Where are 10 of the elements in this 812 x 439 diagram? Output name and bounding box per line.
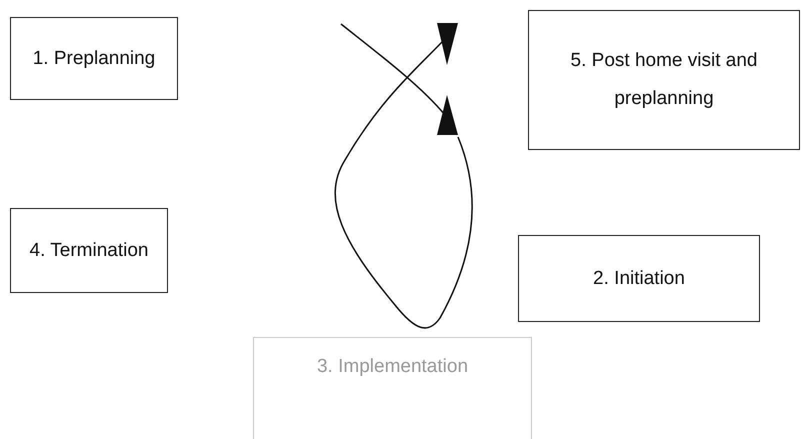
- process-box: [10, 208, 168, 293]
- step-label: 4. Termination: [30, 238, 148, 262]
- process-box: [253, 337, 532, 439]
- process-box: [528, 10, 800, 150]
- step-label: 2. Initiation: [593, 266, 685, 290]
- step-label: 3. Implementation: [316, 355, 468, 379]
- step-label: 5. Post home visit and preplanning: [570, 49, 758, 111]
- process-box: [10, 17, 178, 100]
- process-box: [518, 235, 760, 322]
- step-label: 1. Preplanning: [32, 46, 156, 70]
